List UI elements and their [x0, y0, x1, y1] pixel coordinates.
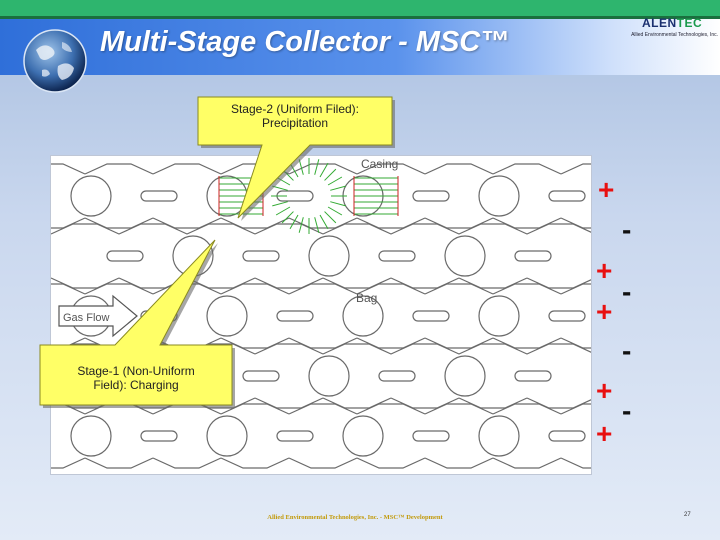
casing-label: Casing — [361, 157, 398, 171]
gas-flow-label: Gas Flow — [63, 312, 110, 324]
footer-text: Allied Environmental Technologies, Inc. … — [267, 514, 443, 521]
radial-field-line — [324, 211, 337, 224]
radial-field-line — [330, 201, 346, 207]
electrode-bar — [514, 250, 552, 262]
plus-sign: + — [596, 418, 613, 449]
electrode-bar — [412, 310, 450, 322]
bag-tube — [444, 235, 486, 277]
electrode-bar — [140, 430, 178, 442]
plus-sign: + — [596, 296, 613, 327]
bag-tube — [478, 415, 520, 457]
bag-tube — [70, 415, 112, 457]
stage2-line2: Precipitation — [261, 116, 329, 130]
bag-tube — [308, 235, 350, 277]
stage2-callout-text: Stage-2 (Uniform Filed): Precipitation — [198, 102, 392, 130]
bag-tube — [206, 415, 248, 457]
msc-diagram: Casing Bag Gas Flow — [16, 155, 664, 475]
minus-sign: - — [622, 214, 632, 245]
plus-sign: + — [596, 255, 613, 286]
minus-sign: - — [622, 395, 632, 426]
slide-title: Multi-Stage Collector - MSC™ — [100, 26, 510, 58]
plus-sign: + — [596, 375, 613, 406]
stage1-callout-text: Stage-1 (Non-Uniform Field): Charging — [40, 364, 232, 392]
plus-sign: + — [598, 174, 615, 205]
bag-tube — [308, 355, 350, 397]
radial-field-line — [314, 217, 320, 233]
electrode-bar — [548, 310, 586, 322]
company-logo: ALENTEC Allied Environmental Technologie… — [612, 16, 718, 46]
radial-field-line — [319, 214, 329, 230]
stage2-callout — [197, 96, 395, 221]
radial-field-line — [327, 206, 343, 216]
radial-field-line — [298, 217, 304, 233]
stage1-callout — [39, 239, 235, 408]
electrode-bar — [548, 190, 586, 202]
radial-field-line — [324, 168, 337, 181]
electrode-bar — [412, 190, 450, 202]
bag-tube — [342, 415, 384, 457]
electrode-bar — [378, 250, 416, 262]
globe-icon — [23, 29, 87, 93]
electrode-bar — [378, 370, 416, 382]
electrode-bar — [242, 370, 280, 382]
page-number: 27 — [684, 512, 691, 518]
radial-field-line — [327, 176, 343, 186]
stage2-line1: Stage-2 (Uniform Filed): — [230, 102, 360, 116]
electrode-bar — [514, 370, 552, 382]
bag-tube — [478, 295, 520, 337]
top-strip — [0, 0, 720, 19]
bag-label: Bag — [356, 291, 377, 305]
stage1-line2: Field): Charging — [93, 378, 179, 392]
logo-name: ALENTEC — [642, 16, 703, 30]
electrode-bar — [276, 310, 314, 322]
bag-tube — [342, 295, 384, 337]
bag-tube — [206, 295, 248, 337]
bag-tube — [444, 355, 486, 397]
electrode-bar — [276, 430, 314, 442]
electrode-bar — [548, 430, 586, 442]
radial-field-line — [275, 206, 291, 216]
radial-field-line — [319, 162, 329, 178]
radial-field-line — [272, 185, 288, 191]
bag-tube — [70, 175, 112, 217]
header-bar — [0, 19, 720, 75]
radial-field-line — [298, 159, 304, 175]
electrode-bar — [140, 190, 178, 202]
electrode-bar — [242, 250, 280, 262]
radial-field-line — [330, 185, 346, 191]
stage1-line1: Stage-1 (Non-Uniform — [77, 364, 195, 378]
gas-flow-arrow: Gas Flow — [58, 294, 138, 338]
minus-sign: - — [622, 335, 632, 366]
radial-field-line — [314, 159, 320, 175]
electrode-bar — [106, 250, 144, 262]
electrode-bar — [412, 430, 450, 442]
logo-tagline: Allied Environmental Technologies, Inc. — [631, 32, 718, 38]
radial-field-line — [281, 211, 294, 224]
bag-tube — [478, 175, 520, 217]
minus-sign: - — [622, 276, 632, 307]
radial-field-line — [272, 201, 288, 207]
radial-field-line — [289, 214, 299, 230]
